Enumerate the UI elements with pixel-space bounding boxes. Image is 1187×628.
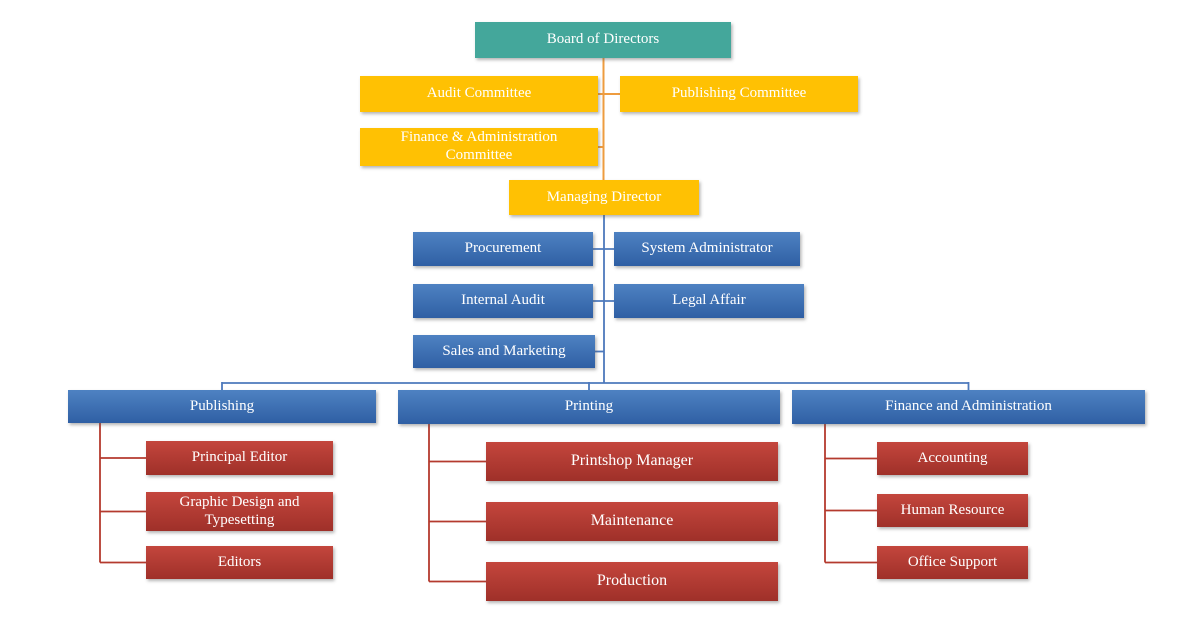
node-human-resource: Human Resource bbox=[877, 494, 1028, 527]
node-finance-and-administration-department: Finance and Administration bbox=[792, 390, 1145, 424]
node-printshop-manager: Printshop Manager bbox=[486, 442, 778, 481]
node-maintenance: Maintenance bbox=[486, 502, 778, 541]
node-graphic-design-and-typesetting: Graphic Design and Typesetting bbox=[146, 492, 333, 531]
node-accounting: Accounting bbox=[877, 442, 1028, 475]
node-sales-and-marketing: Sales and Marketing bbox=[413, 335, 595, 368]
node-board-of-directors: Board of Directors bbox=[475, 22, 731, 58]
node-procurement: Procurement bbox=[413, 232, 593, 266]
connector-group-blue bbox=[221, 215, 970, 390]
node-production: Production bbox=[486, 562, 778, 601]
node-publishing-committee: Publishing Committee bbox=[620, 76, 858, 112]
node-printing-department: Printing bbox=[398, 390, 780, 424]
connector-group-red bbox=[99, 422, 877, 583]
node-internal-audit: Internal Audit bbox=[413, 284, 593, 318]
node-editors: Editors bbox=[146, 546, 333, 579]
node-audit-committee: Audit Committee bbox=[360, 76, 598, 112]
connector-group-orange bbox=[598, 58, 620, 180]
node-system-administrator: System Administrator bbox=[614, 232, 800, 266]
node-publishing-department: Publishing bbox=[68, 390, 376, 423]
node-principal-editor: Principal Editor bbox=[146, 441, 333, 475]
node-finance-administration-committee: Finance & Administration Committee bbox=[360, 128, 598, 166]
node-managing-director: Managing Director bbox=[509, 180, 699, 215]
node-office-support: Office Support bbox=[877, 546, 1028, 579]
node-legal-affair: Legal Affair bbox=[614, 284, 804, 318]
